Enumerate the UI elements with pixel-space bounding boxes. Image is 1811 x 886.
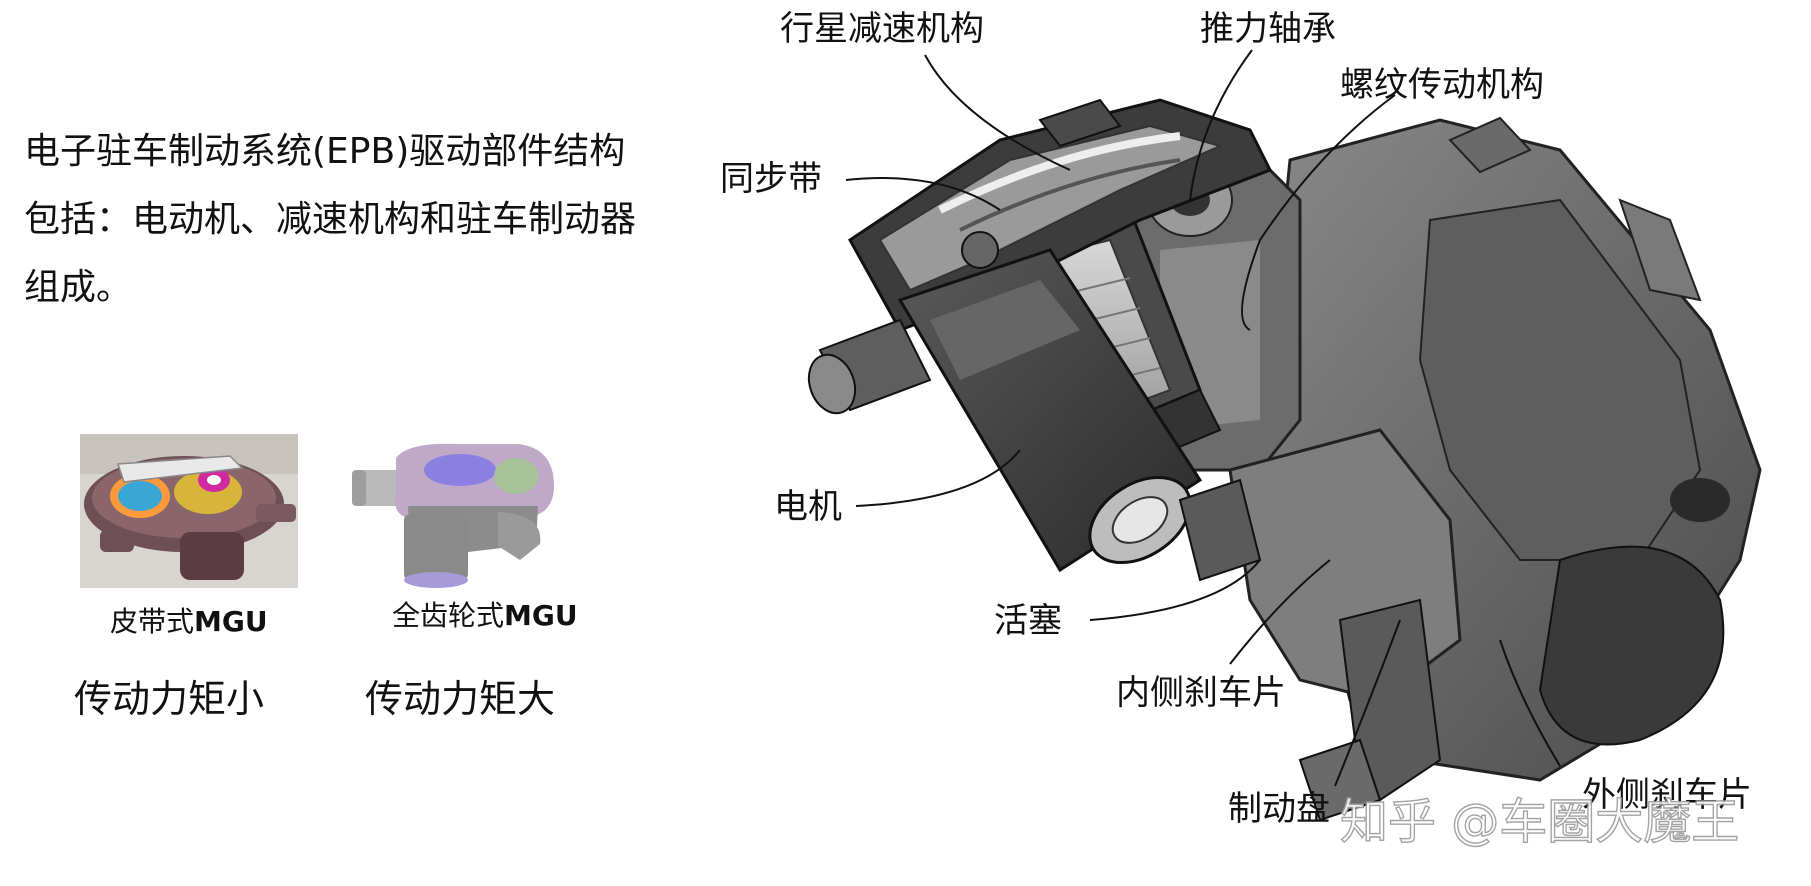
intro-text: 电子驻车制动系统(EPB)驱动部件结构 包括：电动机、减速机构和驻车制动器 组成… [24,118,704,322]
callout-disc: 制动盘 [1228,789,1330,829]
leader-screw [1241,94,1396,331]
intro-line-3: 组成。 [24,267,133,308]
leader-thrust-bearing [1189,49,1253,201]
gear-torque-label: 传动力矩大 [365,677,556,721]
leader-motor [855,449,1021,507]
leader-belt [845,177,1001,211]
disc-and-pads [1178,428,1462,822]
belt-mgu-image [80,434,298,588]
leader-outer-pad [1499,639,1561,767]
callout-outer-pad: 外侧刹车片 [1582,775,1752,815]
gear-mgu-suffix: MGU [504,599,578,632]
leader-lines [845,49,1561,787]
gear-mgu-label: 全齿轮式MGU [392,594,578,634]
intro-line-2: 包括：电动机、减速机构和驻车制动器 [24,199,637,240]
belt-mgu-suffix: MGU [194,605,268,638]
belt-torque-label: 传动力矩小 [74,677,265,721]
intro-line-1: 电子驻车制动系统(EPB)驱动部件结构 [24,131,626,172]
gear-mgu-image [348,434,558,592]
watermark-text: 知乎 @车圈大魔王 [1340,794,1739,850]
leader-disc [1334,619,1401,787]
callout-screw: 螺纹传动机构 [1340,65,1544,105]
callout-planetary: 行星减速机构 [780,9,984,49]
callout-belt: 同步带 [720,159,822,199]
leader-planetary [924,54,1071,171]
motor-body [807,248,1203,573]
leader-inner-pad [1229,559,1331,665]
leader-piston [1089,559,1261,621]
callout-inner-pad: 内侧刹车片 [1116,673,1286,713]
belt-mgu-prefix: 皮带式 [110,605,195,638]
callout-motor: 电机 [774,487,842,527]
belt-mgu-label: 皮带式MGU [110,600,268,640]
gear-mgu-prefix: 全齿轮式 [392,599,505,632]
gear-housing [848,98,1273,332]
callout-piston: 活塞 [994,601,1062,641]
callout-thrust-bearing: 推力轴承 [1200,9,1336,49]
